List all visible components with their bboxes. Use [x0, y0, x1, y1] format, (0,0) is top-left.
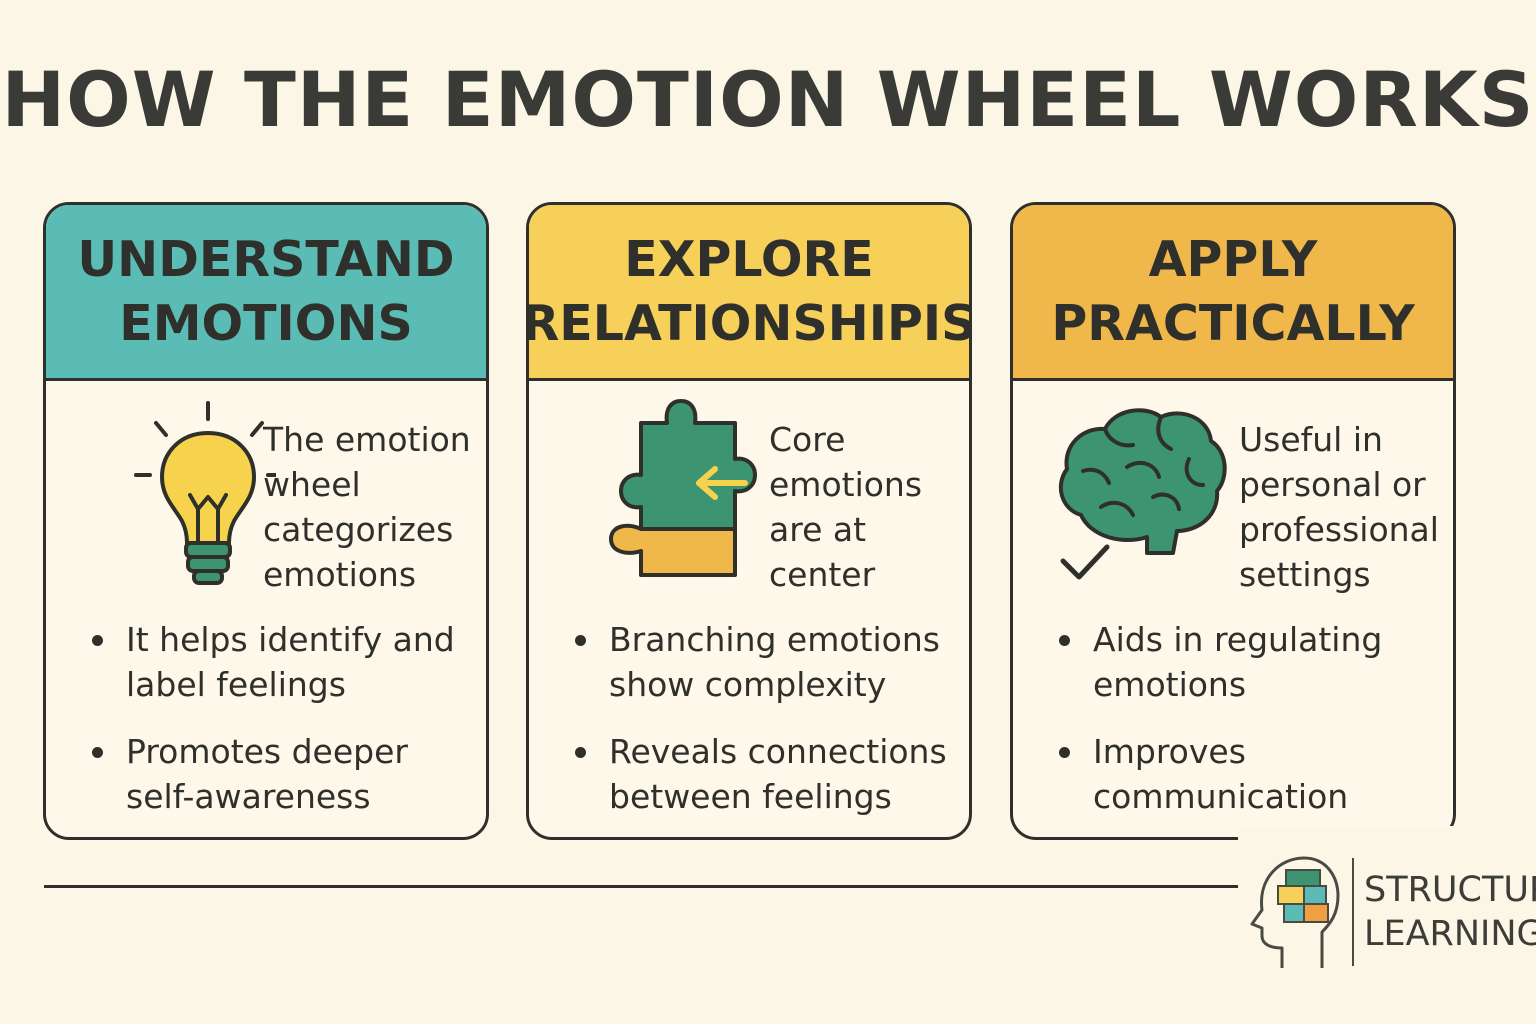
puzzle-icon — [569, 397, 759, 597]
card-heading-line: EXPLORE — [624, 230, 874, 288]
bullet-item: Reveals connections between feelings — [573, 729, 968, 819]
card-understand-emotions: UNDERSTAND EMOTIONS The emotion wheel ca… — [43, 202, 489, 840]
bullet-list: It helps identify and label feelings Pro… — [90, 617, 485, 837]
brain-icon — [1043, 397, 1233, 597]
card-heading-line: PRACTICALLY — [1051, 294, 1415, 352]
card-description: The emotion wheel categorizes emotions — [263, 417, 471, 597]
lightbulb-icon — [86, 397, 276, 597]
bullet-item: Branching emotions show complexity — [573, 617, 968, 707]
logo-area — [1238, 826, 1536, 1024]
card-heading-line: UNDERSTAND — [77, 230, 455, 288]
card-heading-line: EMOTIONS — [119, 294, 413, 352]
bullet-item: It helps identify and label feelings — [90, 617, 485, 707]
description-line: personal or — [1239, 465, 1426, 504]
description-line: emotions — [263, 555, 417, 594]
bullet-list: Branching emotions show complexity Revea… — [573, 617, 968, 837]
footer-divider — [44, 885, 1240, 888]
description-line: wheel — [263, 465, 361, 504]
card-heading-line: APPLY — [1148, 230, 1318, 288]
description-line: Useful in — [1239, 420, 1383, 459]
card-description: Useful in personal or professional setti… — [1239, 417, 1439, 597]
description-line: categorizes — [263, 510, 454, 549]
description-line: emotions — [769, 465, 923, 504]
logo-divider — [1352, 858, 1354, 966]
description-line: settings — [1239, 555, 1371, 594]
card-heading-line: RELATIONSHIPIS — [526, 294, 972, 352]
bullet-item: Improves communication — [1057, 729, 1452, 819]
card-header: EXPLORE RELATIONSHIPIS — [529, 205, 969, 381]
logo-wordmark: STRUCTURAL LEARNING — [1364, 868, 1536, 956]
logo-line: STRUCTURAL — [1364, 870, 1536, 910]
card-apply-practically: APPLY PRACTICALLY Useful in personal or … — [1010, 202, 1456, 840]
card-header: APPLY PRACTICALLY — [1013, 205, 1453, 381]
logo-line: LEARNING — [1364, 914, 1536, 954]
card-explore-relationships: EXPLORE RELATIONSHIPIS Core emotions are… — [526, 202, 972, 840]
bullet-item: Promotes deeper self-awareness — [90, 729, 485, 819]
page-title: HOW THE EMOTION WHEEL WORKS — [1, 55, 1535, 144]
card-description: Core emotions are at center — [769, 417, 922, 597]
card-header: UNDERSTAND EMOTIONS — [46, 205, 486, 381]
description-line: professional — [1239, 510, 1439, 549]
description-line: are at — [769, 510, 867, 549]
bullet-list: Aids in regulating emotions Improves com… — [1057, 617, 1452, 837]
bullet-item: Aids in regulating emotions — [1057, 617, 1452, 707]
description-line: The emotion — [263, 420, 471, 459]
description-line: center — [769, 555, 876, 594]
description-line: Core — [769, 420, 846, 459]
head-blocks-icon — [1244, 852, 1340, 970]
